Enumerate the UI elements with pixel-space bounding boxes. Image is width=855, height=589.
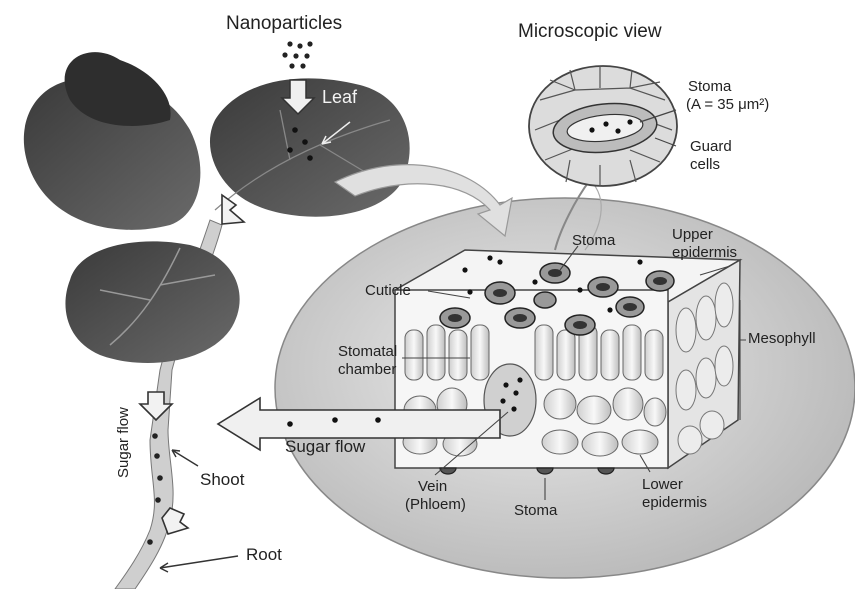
stem-arrow-1: [222, 195, 244, 224]
label-cells: cells: [690, 156, 720, 173]
label-vein: Vein: [418, 478, 447, 495]
label-root: Root: [246, 545, 282, 564]
label-shoot: Shoot: [200, 470, 244, 489]
label-epidermis-upper: epidermis: [672, 244, 737, 261]
label-stoma-top: Stoma: [688, 78, 731, 95]
label-upper: Upper: [672, 226, 713, 243]
label-guard: Guard: [690, 138, 732, 155]
label-mesophyll: Mesophyll: [748, 330, 816, 347]
label-cuticle: Cuticle: [365, 282, 411, 299]
stem-arrow-3: [162, 508, 188, 534]
label-lower: Lower: [642, 476, 683, 493]
label-chamber: chamber: [338, 361, 396, 378]
stoma-microscopic-view: [529, 66, 677, 186]
label-stoma-area: (A = 35 μm²): [686, 96, 769, 113]
label-stomatal: Stomatal: [338, 343, 397, 360]
label-epidermis-lower: epidermis: [642, 494, 707, 511]
root-pointer: [160, 556, 238, 572]
label-stoma-bottom: Stoma: [514, 502, 557, 519]
label-leaf: Leaf: [322, 88, 357, 107]
label-stoma-mid: Stoma: [572, 232, 615, 249]
nanoparticle-cluster: [282, 41, 312, 68]
label-microscopic-view: Microscopic view: [518, 22, 662, 41]
label-sugar-flow-vertical: Sugar flow: [114, 407, 133, 478]
shoot-pointer: [172, 450, 198, 466]
leaf-lower: [65, 241, 239, 363]
label-nanoparticles: Nanoparticles: [226, 14, 342, 33]
label-phloem: (Phloem): [405, 496, 466, 513]
label-sugar-flow-horizontal: Sugar flow: [285, 437, 365, 456]
